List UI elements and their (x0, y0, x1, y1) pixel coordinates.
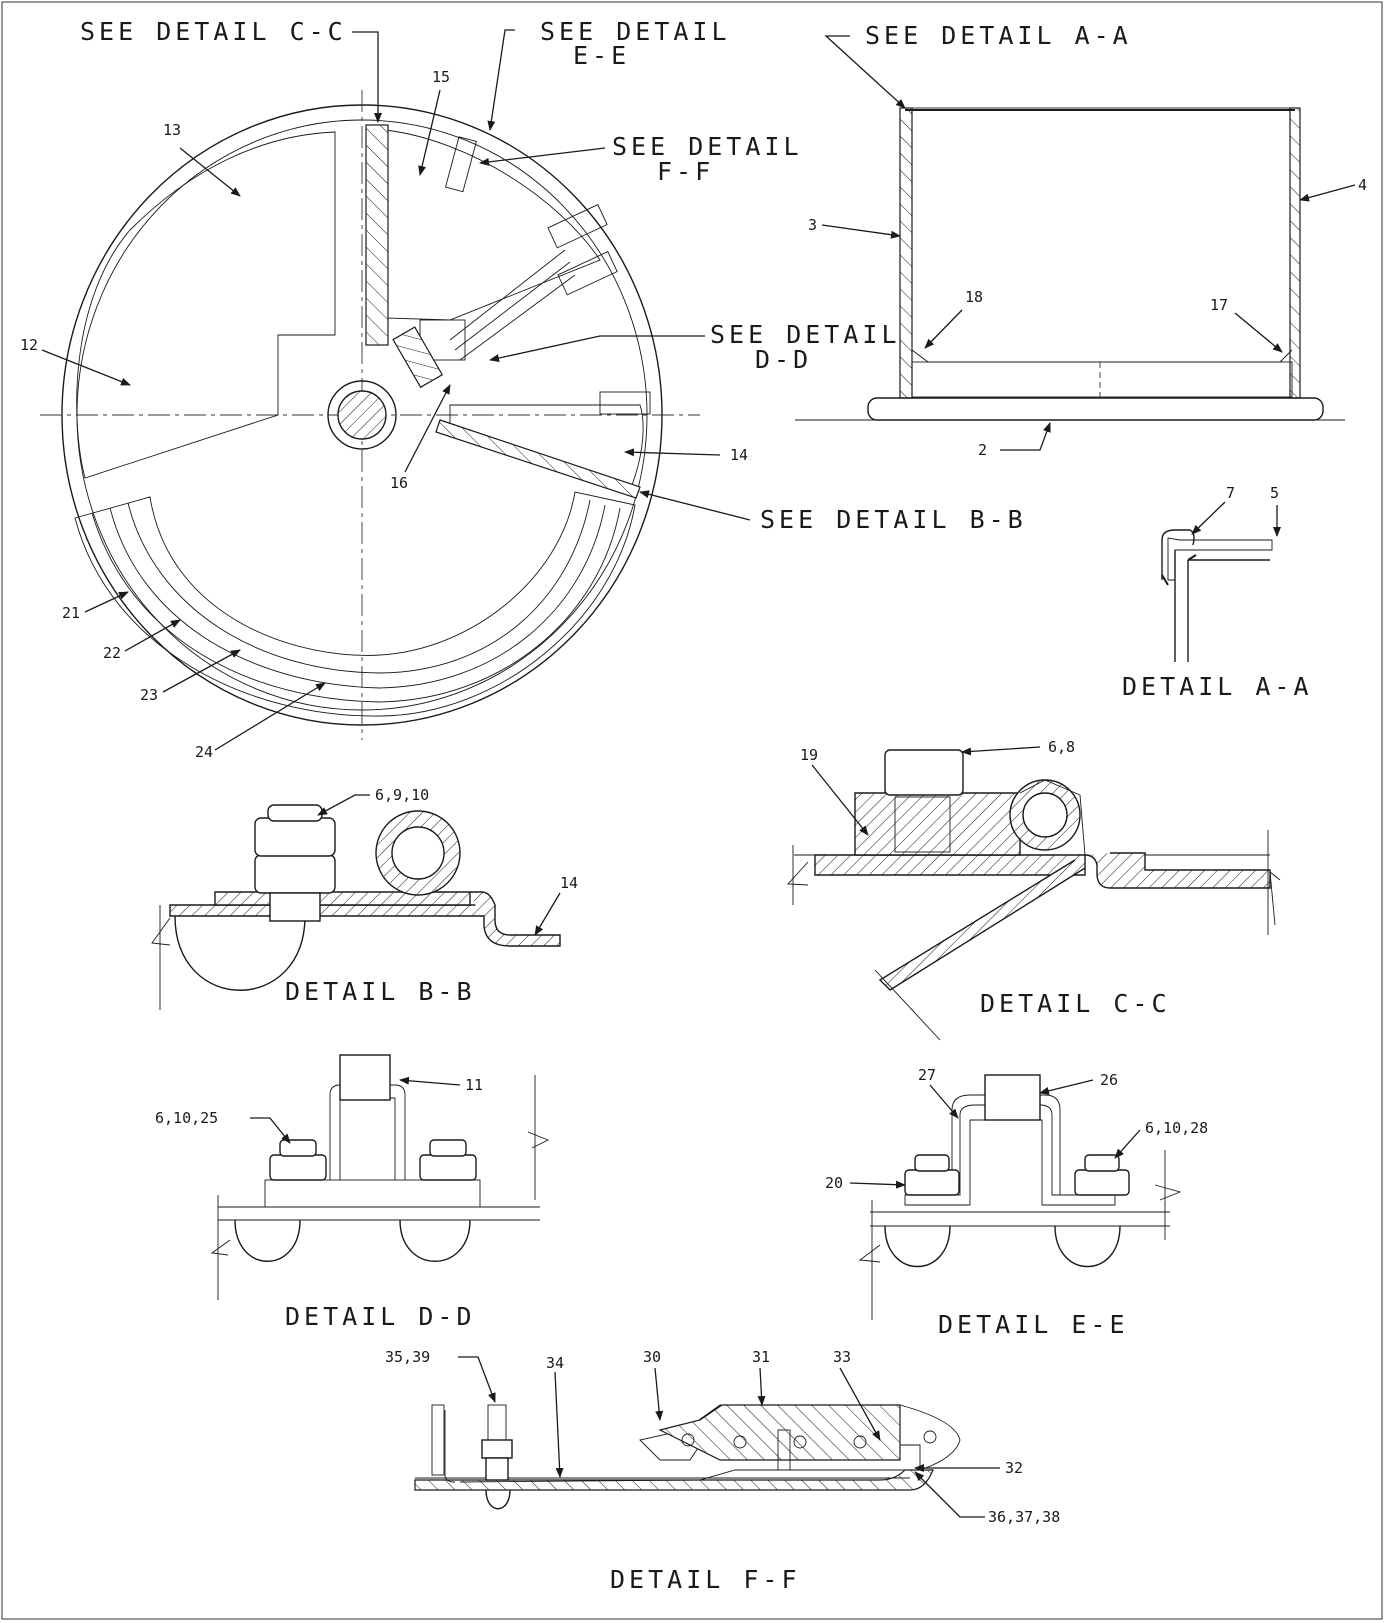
plan-view (40, 90, 700, 740)
callout-ee-1: SEE DETAIL (540, 17, 731, 46)
hub-outer (327, 380, 397, 450)
actuator-3 (599, 391, 651, 415)
label-32: 32 (1005, 1459, 1023, 1477)
callout-cc: SEE DETAIL C-C (80, 17, 347, 46)
segment-21-24 (74, 491, 636, 717)
detail-dd: 6,10,25 11 DETAIL D-D (155, 1054, 550, 1331)
label-30: 30 (643, 1348, 661, 1366)
callout-dd-1: SEE DETAIL (710, 320, 901, 349)
label-31: 31 (752, 1348, 770, 1366)
actuator-ff (444, 136, 477, 193)
label-6-10-28: 6,10,28 (1145, 1119, 1208, 1137)
label-17: 17 (1210, 296, 1228, 314)
callout-aa: SEE DETAIL A-A (865, 21, 1132, 50)
title-cc: DETAIL C-C (980, 989, 1171, 1018)
wall-left (899, 107, 913, 399)
callout-bb: SEE DETAIL B-B (760, 505, 1027, 534)
title-dd: DETAIL D-D (285, 1302, 476, 1331)
label-26: 26 (1100, 1071, 1118, 1089)
title-bb: DETAIL B-B (285, 977, 476, 1006)
label-27: 27 (918, 1066, 936, 1084)
label-36-37-38: 36,37,38 (988, 1508, 1060, 1526)
hinge-strip-cc (365, 124, 389, 346)
segment-15 (384, 129, 601, 321)
label-14-bb: 14 (560, 874, 578, 892)
callout-ee-2: E-E (573, 41, 630, 70)
label-15: 15 (432, 68, 450, 86)
detail-cc: 19 6,8 DETAIL C-C (787, 738, 1281, 1041)
callout-ff-1: SEE DETAIL (612, 132, 803, 161)
title-aa: DETAIL A-A (1122, 672, 1313, 701)
label-7: 7 (1226, 484, 1235, 502)
actuator-1 (547, 204, 608, 249)
label-4: 4 (1358, 176, 1367, 194)
label-20: 20 (825, 1174, 843, 1192)
hub-shaft (337, 390, 387, 440)
title-ee: DETAIL E-E (938, 1310, 1129, 1339)
label-19: 19 (800, 746, 818, 764)
label-18: 18 (965, 288, 983, 306)
base-ring (867, 397, 1324, 421)
label-6-9-10: 6,9,10 (375, 786, 429, 804)
label-33: 33 (833, 1348, 851, 1366)
label-11: 11 (465, 1076, 483, 1094)
label-24: 24 (195, 743, 213, 761)
label-2: 2 (978, 441, 987, 459)
label-14-plan: 14 (730, 446, 748, 464)
detail-ff: 35,39 34 30 31 33 32 36,37,38 DETAIL F-F (385, 1348, 1060, 1594)
label-16: 16 (390, 474, 408, 492)
hinge-strip-bb (435, 419, 641, 499)
label-35-39: 35,39 (385, 1348, 430, 1366)
side-elevation: SEE DETAIL A-A 3 4 18 17 2 (795, 21, 1367, 459)
label-3: 3 (808, 216, 817, 234)
detail-bb: 6,9,10 14 DETAIL B-B (151, 786, 578, 1010)
segment-14 (449, 404, 644, 486)
detail-aa: 7 5 DETAIL A-A (1122, 484, 1313, 701)
detail-ee: 27 26 6,10,28 20 DETAIL E-E (825, 1066, 1208, 1339)
callout-dd-2: D-D (755, 345, 812, 374)
callout-ff-2: F-F (657, 157, 714, 186)
label-12: 12 (20, 336, 38, 354)
label-13: 13 (163, 121, 181, 139)
label-23: 23 (140, 686, 158, 704)
label-21: 21 (62, 604, 80, 622)
label-6-8: 6,8 (1048, 738, 1075, 756)
label-22: 22 (103, 644, 121, 662)
wall-right (1289, 107, 1301, 399)
segment-12-13 (76, 131, 336, 479)
label-34: 34 (546, 1354, 564, 1372)
label-6-10-25: 6,10,25 (155, 1109, 218, 1127)
title-ff: DETAIL F-F (610, 1565, 801, 1594)
actuator-2 (557, 251, 618, 296)
plan-callouts: SEE DETAIL C-C SEE DETAIL E-E SEE DETAIL… (20, 17, 1027, 761)
label-5: 5 (1270, 484, 1279, 502)
